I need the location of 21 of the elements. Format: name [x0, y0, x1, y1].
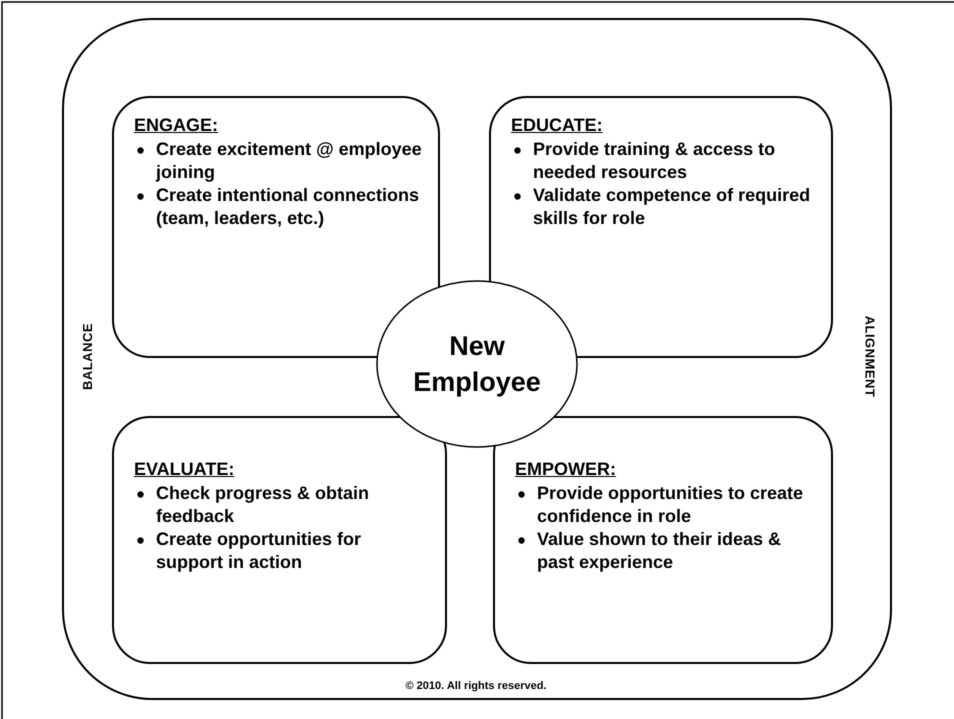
bullet-item: Create intentional connections (team, leaders, etc.) — [156, 185, 420, 228]
quadrant-heading: EDUCATE: — [511, 114, 604, 137]
bullet-item: Create excitement @ employee joining — [156, 139, 422, 182]
center-ellipse — [376, 280, 578, 448]
quadrant-heading: EMPOWER: — [515, 458, 617, 481]
bullet-item: Value shown to their ideas & past experience — [537, 529, 782, 572]
quadrant-box — [493, 416, 833, 664]
bullet-item: Provide training & access to needed resources — [533, 139, 776, 182]
center-label: New Employee — [412, 330, 542, 399]
bullet-item: Create opportunities for support in action — [156, 529, 362, 572]
bullet-item: Provide opportunities to create confidence in role — [537, 483, 804, 526]
side-label: BALANCE — [80, 322, 96, 390]
quadrant-heading: ENGAGE: — [134, 114, 220, 137]
bullet-item: Validate competence of required skills for role — [533, 185, 810, 228]
quadrant-box — [112, 416, 447, 664]
copyright-note: © 2010. All rights reserved. — [406, 680, 546, 692]
bullet-item: Check progress & obtain feedback — [156, 483, 370, 526]
side-label: ALIGNMENT — [862, 315, 878, 397]
rounded-frame — [62, 18, 892, 700]
quadrant-heading: EVALUATE: — [134, 458, 236, 481]
quadrant-box — [112, 96, 440, 358]
